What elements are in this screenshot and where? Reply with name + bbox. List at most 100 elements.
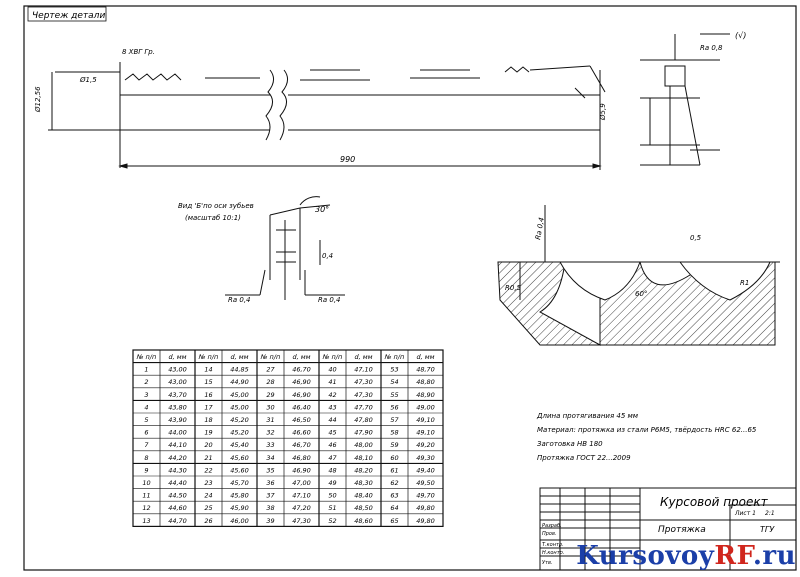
table-cell: 51 (328, 504, 336, 512)
table-header-cell: № п/п (136, 353, 157, 361)
table-cell: 61 (390, 466, 398, 474)
scale-text: 2:1 (765, 510, 775, 517)
note-4: Протяжка ГОСТ 22...2009 (537, 454, 631, 462)
table-cell: 2 (144, 378, 148, 386)
table-cell: 46,00 (230, 517, 249, 525)
table-cell: 24 (204, 492, 212, 500)
table-cell: 48,80 (416, 378, 435, 386)
table-cell: 56 (390, 403, 398, 411)
table-cell: 45,90 (230, 504, 249, 512)
detail-a-angle: 30° (315, 205, 329, 214)
table-cell: 43,70 (168, 391, 187, 399)
table-cell: 20 (204, 441, 212, 449)
table-cell: 42 (328, 391, 336, 399)
table-cell: 19 (204, 429, 212, 437)
length-dim-label: 990 (340, 155, 355, 164)
table-cell: 49,30 (416, 454, 435, 462)
table-cell: 45,60 (230, 466, 249, 474)
table-cell: 48,60 (354, 517, 373, 525)
table-header-cell: d, мм (168, 353, 186, 361)
org-text: ТГУ (760, 525, 775, 534)
detail-a-roughness-right: Ra 0,4 (318, 296, 341, 304)
table-cell: 32 (266, 429, 274, 437)
tb-row-1: Разраб. (542, 523, 562, 529)
table-cell: 46,40 (292, 403, 311, 411)
right-roughness-label: (√) (735, 31, 746, 40)
table-cell: 48,00 (354, 441, 373, 449)
watermark-part-2: RF (714, 541, 753, 571)
tb-row-4: Н.контр. (542, 550, 564, 556)
table-cell: 46,90 (292, 378, 311, 386)
table-cell: 15 (204, 378, 212, 386)
table-cell: 40 (328, 366, 336, 374)
detail-b-angle: 60° (635, 290, 647, 298)
table-cell: 47,00 (292, 479, 311, 487)
table-cell: 49 (328, 479, 336, 487)
header-stamp: Чертеж детали (27, 6, 107, 22)
table-cell: 57 (390, 416, 399, 424)
table-cell: 47,10 (354, 366, 373, 374)
table-cell: 43,90 (168, 416, 187, 424)
table-cell: 49,70 (416, 492, 435, 500)
sheet-frame (23, 5, 797, 571)
tb-row-5: Утв. (542, 560, 553, 566)
watermark-part-3: .ru (752, 541, 796, 571)
detail-a-note-2: (масштаб 10:1) (185, 214, 241, 222)
tech-notes: Длина протягивания 45 мм Материал: протя… (536, 412, 757, 462)
table-cell: 47,10 (292, 492, 311, 500)
table-cell: 49,80 (416, 504, 435, 512)
table-cell: 4 (144, 403, 148, 411)
table-cell: 45 (328, 429, 336, 437)
table-cell: 34 (266, 454, 274, 462)
table-cell: 49,80 (416, 517, 435, 525)
table-cell: 46,90 (292, 466, 311, 474)
table-cell: 10 (142, 479, 150, 487)
table-cell: 17 (204, 403, 213, 411)
table-cell: 45,20 (230, 429, 249, 437)
table-cell: 65 (390, 517, 398, 525)
table-cell: 46,90 (292, 391, 311, 399)
table-cell: 49,10 (416, 416, 435, 424)
table-cell: 47,30 (292, 517, 311, 525)
left-dim-label: Ø12,56 (34, 86, 42, 113)
detail-b-dim-left: R0,5 (505, 284, 522, 292)
subtitle-text: Протяжка (658, 525, 706, 535)
table-cell: 44,50 (168, 492, 187, 500)
header-stamp-text: Чертеж детали (32, 11, 105, 21)
table-cell: 1 (144, 366, 148, 374)
table-cell: 59 (390, 441, 398, 449)
table-cell: 47,90 (354, 429, 373, 437)
table-cell: 45,70 (230, 479, 249, 487)
watermark-part-1: Kursovoy (576, 541, 715, 571)
table-cell: 50 (328, 492, 336, 500)
table-cell: 47,70 (354, 403, 373, 411)
table-header-cell: d, мм (416, 353, 434, 361)
table-cell: 43,80 (168, 403, 187, 411)
table-cell: 48,10 (354, 454, 373, 462)
table-cell: 52 (328, 517, 336, 525)
table-cell: 47,30 (354, 378, 373, 386)
table-cell: 45,20 (230, 416, 249, 424)
table-cell: 28 (266, 378, 274, 386)
detail-b-radius: R1 (740, 279, 749, 287)
table-cell: 44,00 (168, 429, 187, 437)
table-cell: 49,10 (416, 429, 435, 437)
table-header-cell: № п/п (260, 353, 281, 361)
table-cell: 47,30 (354, 391, 373, 399)
table-cell: 44,90 (230, 378, 249, 386)
detail-a-roughness-left: Ra 0,4 (228, 296, 251, 304)
broach-top-view (48, 62, 606, 170)
table-header-cell: d, мм (292, 353, 310, 361)
table-cell: 58 (390, 429, 398, 437)
table-cell: 14 (204, 366, 212, 374)
table-cell: 49,50 (416, 479, 435, 487)
table-header-cell: № п/п (384, 353, 405, 361)
table-cell: 44,40 (168, 479, 187, 487)
table-cell: 13 (142, 517, 150, 525)
table-header-cell: d, мм (354, 353, 372, 361)
detail-a-note-1: Вид 'Б'по оси зубьев (178, 202, 254, 210)
table-header-cell: № п/п (322, 353, 343, 361)
table-cell: 48,90 (416, 391, 435, 399)
table-cell: 5 (144, 416, 148, 424)
